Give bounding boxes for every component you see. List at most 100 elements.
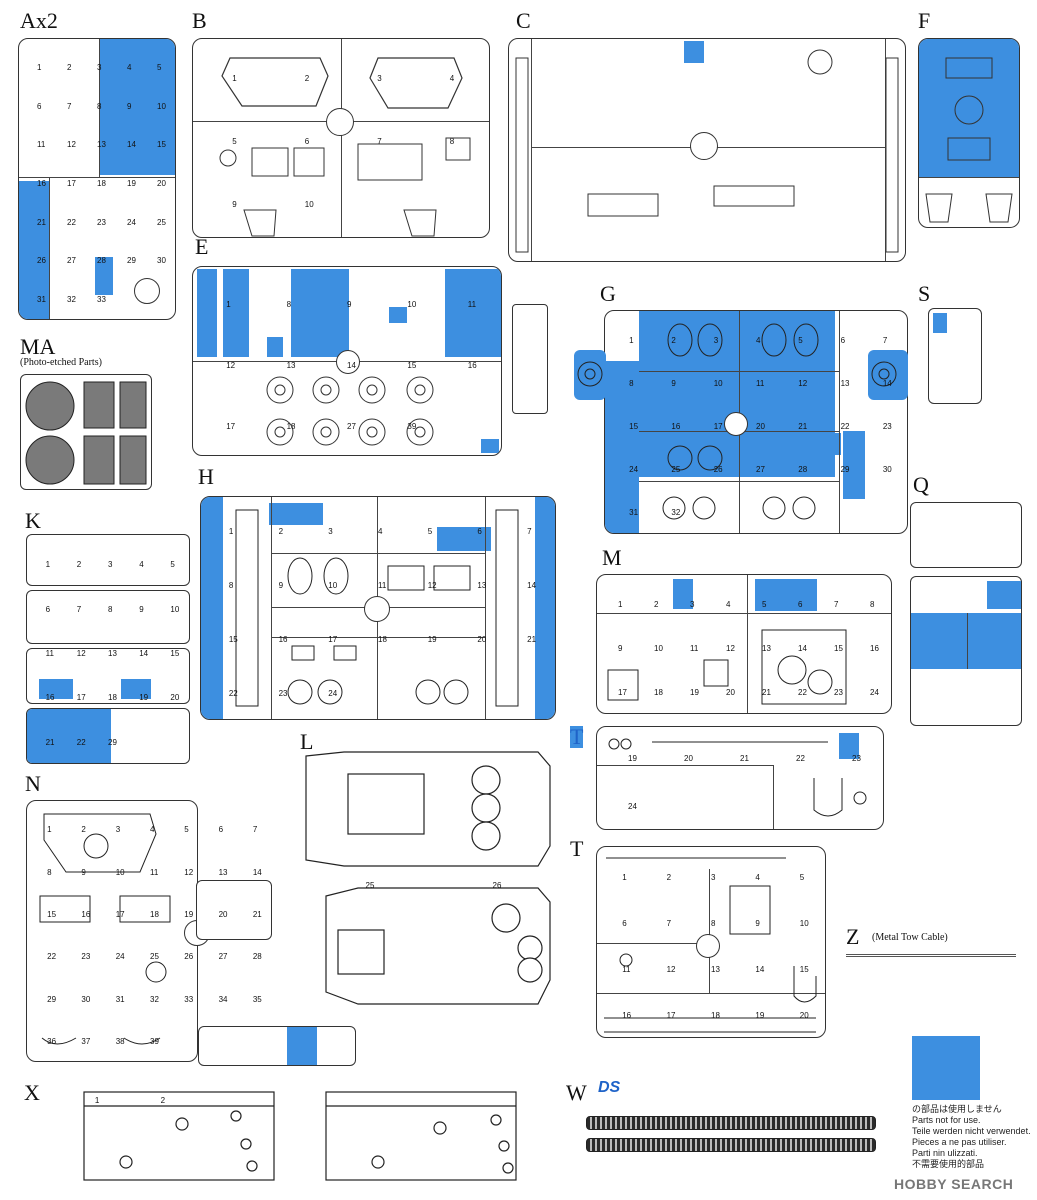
part-number-b-8: 8 — [449, 137, 455, 146]
sprue-h-blue-right — [535, 497, 555, 719]
part-number-h-2: 2 — [278, 527, 284, 536]
label-ma: MA — [20, 334, 56, 359]
sprue-e-ring — [336, 350, 360, 374]
sprue-g-parts — [577, 323, 897, 520]
part-number-m-15: 15 — [834, 644, 843, 653]
part-number-g-20: 20 — [756, 422, 765, 431]
part-number-m-21: 21 — [762, 688, 771, 697]
part-number-e-27: 27 — [347, 421, 356, 431]
part-number-a-7: 7 — [67, 101, 72, 111]
part-number-m-6: 6 — [798, 600, 803, 609]
part-number-b-9: 9 — [232, 200, 237, 210]
sprue-k-1 — [26, 534, 190, 586]
part-number-h-12: 12 — [427, 581, 437, 590]
sprue-m-blue-part19 — [755, 579, 817, 611]
part-number-m-14: 14 — [798, 644, 807, 653]
sprue-s-blue — [933, 313, 947, 333]
part-number-m-4: 4 — [726, 600, 731, 609]
part-number-m-19: 19 — [690, 688, 699, 697]
part-number-t-1: 1 — [622, 873, 627, 882]
part-number-e-1: 1 — [226, 300, 231, 310]
part-number-g-9: 9 — [671, 378, 676, 388]
part-number-h-18: 18 — [378, 635, 387, 644]
label-s: S — [918, 281, 931, 306]
part-number-m-22: 22 — [798, 688, 807, 697]
sprue-n-right — [196, 880, 272, 940]
sprue-h-blue-left — [201, 497, 223, 719]
sprue-c-parts — [515, 49, 899, 253]
part-number-n-19: 19 — [184, 909, 194, 919]
part-number-h-7: 7 — [527, 527, 532, 536]
part-number-tb-19: 19 — [628, 754, 637, 763]
legend-line-2: Parts not for use. — [912, 1115, 981, 1125]
part-number-h-3: 3 — [328, 527, 333, 536]
part-number-m-20: 20 — [726, 688, 735, 697]
part-number-a-11: 11 — [37, 140, 46, 150]
part-number-a-21: 21 — [37, 217, 46, 227]
part-number-h-11: 11 — [378, 581, 387, 590]
sprue-a-ring — [134, 278, 160, 304]
sprue-e-side — [512, 304, 548, 414]
part-number-a-9: 9 — [127, 101, 132, 111]
part-number-n-7: 7 — [252, 825, 258, 835]
part-number-n-11: 11 — [150, 867, 159, 877]
part-number-m-3: 3 — [690, 600, 695, 609]
label-m: M — [602, 545, 622, 570]
part-number-n-3: 3 — [115, 825, 121, 835]
sprue-h-blue-part3 — [269, 503, 323, 525]
x-bodies — [83, 1091, 517, 1181]
label-l: L — [300, 729, 314, 754]
part-number-k-2: 2 — [76, 560, 82, 570]
part-number-g-32: 32 — [671, 508, 681, 518]
part-number-k-10: 10 — [170, 604, 180, 614]
part-number-k-17: 17 — [76, 693, 86, 703]
part-number-t-3: 3 — [711, 873, 716, 882]
part-number-n-24: 24 — [115, 952, 125, 962]
part-number-g-10: 10 — [713, 378, 723, 388]
part-number-k-15: 15 — [170, 649, 180, 658]
part-number-k-19: 19 — [139, 693, 149, 703]
part-number-k-22: 22 — [76, 737, 86, 747]
sprue-h-ring — [364, 596, 390, 622]
part-number-h-21: 21 — [527, 635, 537, 644]
part-number-a-13: 13 — [97, 140, 106, 150]
part-number-k-3: 3 — [108, 560, 113, 570]
part-number-a-23: 23 — [97, 217, 106, 227]
part-number-b-6: 6 — [304, 137, 310, 146]
part-number-b-7: 7 — [377, 137, 382, 146]
part-number-t-11: 11 — [622, 965, 631, 974]
label-e: E — [195, 234, 209, 259]
part-number-n-13: 13 — [218, 867, 228, 877]
label-k: K — [25, 508, 41, 533]
sprue-g — [604, 310, 908, 534]
label-c: C — [516, 8, 531, 33]
part-number-b-2: 2 — [304, 73, 310, 83]
part-number-h-10: 10 — [328, 581, 338, 590]
part-number-a-29: 29 — [127, 256, 136, 266]
part-number-m-2: 2 — [654, 600, 659, 609]
sprue-h-parts — [235, 509, 519, 707]
part-number-h-9: 9 — [278, 581, 284, 590]
part-number-k-12: 12 — [76, 649, 86, 658]
sprue-b — [192, 38, 490, 238]
part-number-n-16: 16 — [81, 909, 91, 919]
part-number-e-8: 8 — [286, 300, 292, 310]
part-number-a-16: 16 — [37, 179, 46, 188]
part-number-n-37: 37 — [81, 1036, 91, 1046]
part-number-a-5: 5 — [157, 63, 162, 73]
part-number-n-33: 33 — [184, 994, 194, 1004]
part-number-n-5: 5 — [184, 825, 189, 835]
part-number-g-2: 2 — [671, 335, 676, 345]
part-number-a-12: 12 — [67, 140, 76, 150]
part-number-k-18: 18 — [108, 693, 117, 703]
part-number-n-9: 9 — [81, 867, 86, 877]
part-number-tb-21: 21 — [740, 754, 749, 763]
part-number-n-28: 28 — [252, 952, 262, 962]
sprue-f — [918, 38, 1020, 228]
sprue-g-ring — [724, 412, 748, 436]
part-number-m-24: 24 — [870, 688, 879, 697]
part-number-n-27: 27 — [218, 952, 228, 962]
part-number-a-30: 30 — [157, 256, 166, 266]
part-number-b-1: 1 — [232, 73, 237, 83]
part-number-e-10: 10 — [407, 300, 417, 310]
